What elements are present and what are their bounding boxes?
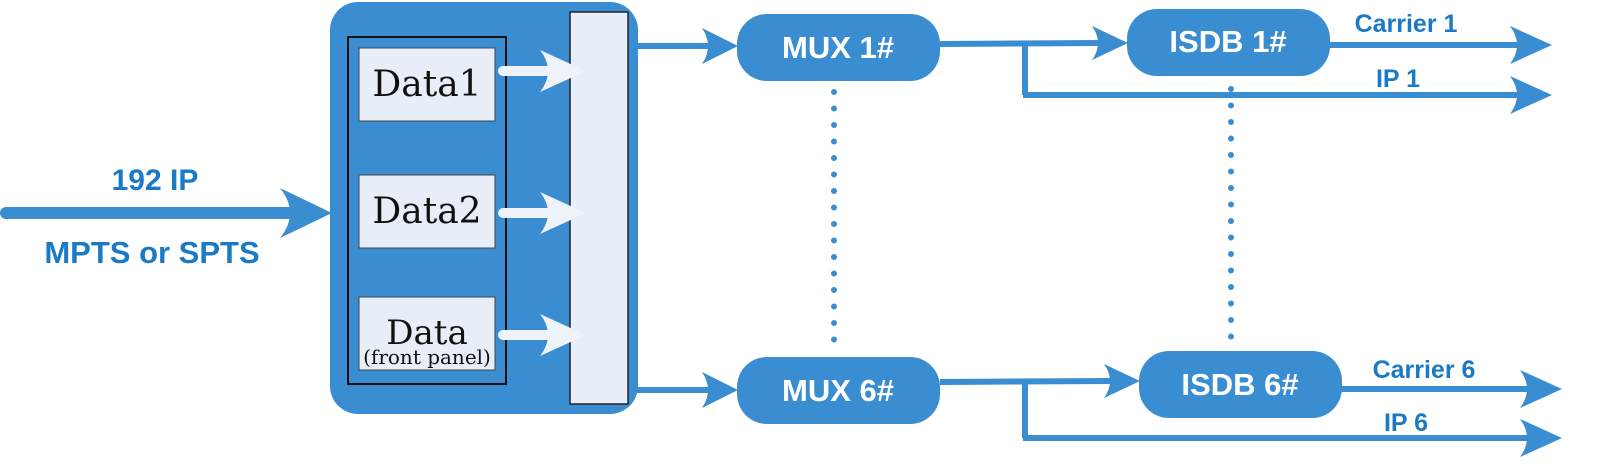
- input-label-top: 192 IP: [112, 164, 199, 197]
- combiner-panel: [569, 11, 629, 405]
- data-box-3: Data (front panel): [358, 296, 496, 371]
- arrow-to-mux-top: [632, 28, 738, 64]
- mux-top-label: MUX 1#: [782, 30, 894, 65]
- input-label-bottom: MPTS or SPTS: [44, 235, 259, 270]
- arrow-carrier-top: [1328, 26, 1552, 64]
- internal-arrow-2: [498, 192, 586, 234]
- data-box-1: Data1: [358, 47, 496, 122]
- isdb-bottom-label: ISDB 6#: [1181, 367, 1298, 402]
- data-box-2-label: Data2: [372, 191, 481, 232]
- data-box-3-label: Data: [386, 313, 467, 353]
- isdb-top-label: ISDB 1#: [1169, 24, 1286, 59]
- mux-top-box: MUX 1#: [737, 14, 940, 81]
- data-box-2: Data2: [358, 174, 496, 249]
- isdb-bottom-box: ISDB 6#: [1139, 351, 1342, 418]
- arrow-mux-to-isdb-bottom: [939, 364, 1140, 398]
- mux-bottom-label: MUX 6#: [782, 373, 894, 408]
- data-box-3-sublabel: (front panel): [363, 345, 491, 369]
- arrow-mux-to-isdb-top: [939, 26, 1128, 60]
- isdb-top-box: ISDB 1#: [1127, 9, 1330, 76]
- output-ip-bottom-label: IP 6: [1384, 409, 1428, 437]
- output-ip-top-label: IP 1: [1376, 65, 1420, 93]
- output-carrier-top-label: Carrier 1: [1355, 10, 1458, 38]
- input-arrow: [0, 188, 332, 238]
- mux-bottom-box: MUX 6#: [737, 357, 940, 424]
- internal-arrow-1: [498, 50, 586, 92]
- data-box-1-label: Data1: [372, 64, 481, 105]
- branch-ip-top: [1022, 42, 1552, 114]
- branch-ip-bottom: [1022, 382, 1562, 457]
- output-carrier-bottom-label: Carrier 6: [1373, 356, 1476, 384]
- arrow-to-mux-bottom: [632, 372, 738, 408]
- arrow-carrier-bottom: [1340, 370, 1562, 408]
- internal-arrow-3: [498, 314, 586, 356]
